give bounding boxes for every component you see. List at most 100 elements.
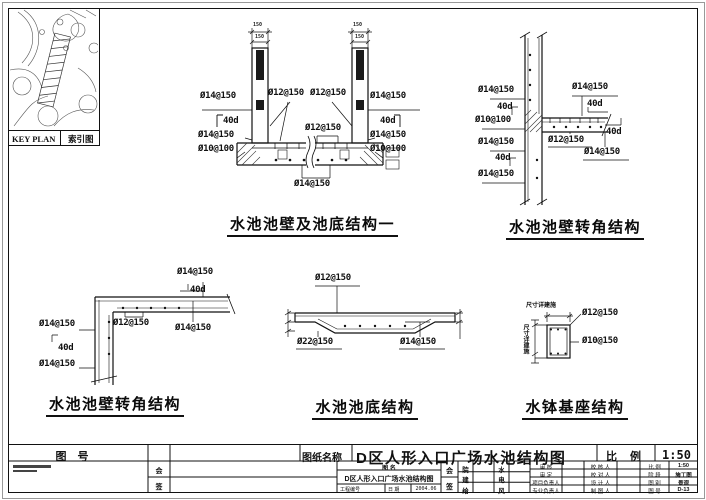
pool-bottom-linework bbox=[284, 285, 463, 350]
company-stamp-subtext bbox=[13, 470, 37, 472]
discipline-label: 水 bbox=[498, 466, 505, 474]
key-plan-title: KEY PLAN bbox=[12, 134, 56, 144]
rebar-label: Ø14@150 bbox=[200, 91, 236, 101]
key-plan-title-zh: 索引图 bbox=[68, 134, 94, 144]
rebar-label: Ø10@100 bbox=[370, 144, 406, 154]
rebar-label: Ø14@150 bbox=[478, 169, 514, 179]
rebar-label: Ø12@150 bbox=[305, 123, 341, 133]
date-value: 2004.06 bbox=[415, 486, 437, 492]
key-plan-box: KEY PLAN 索引图 bbox=[8, 8, 100, 146]
dim-label: 150 bbox=[355, 34, 365, 40]
rebar-label: Ø14@150 bbox=[584, 147, 620, 157]
rebar-label: Ø14@150 bbox=[39, 359, 75, 369]
info-label: 图 别 bbox=[648, 480, 661, 487]
detail-pool-bottom: Ø12@150 Ø22@150 Ø14@150 水池池底结构 bbox=[260, 265, 472, 423]
rebar-label: Ø14@150 bbox=[294, 179, 330, 189]
sign-label: 审 定 bbox=[539, 472, 553, 479]
sign-label: 设 计 人 bbox=[590, 480, 611, 487]
date-label: 日 期 bbox=[388, 487, 400, 493]
countersign-top: 会 bbox=[446, 468, 453, 475]
detail-wall-corner-t: Ø14@150 40d Ø10@100 Ø14@150 40d Ø14@150 … bbox=[470, 20, 706, 242]
sign-label: 项目负责人 bbox=[532, 480, 560, 487]
detail-pool-wall-bottom: 150 150 150 150 Ø14@150 Ø12@150 Ø12@150 … bbox=[190, 20, 435, 242]
pool-wall-bottom-linework bbox=[202, 28, 420, 179]
anchor-label: 40d bbox=[380, 116, 396, 126]
rebar-label: Ø14@150 bbox=[39, 319, 75, 329]
rebar-label: Ø22@150 bbox=[297, 337, 333, 347]
key-plan-sketch bbox=[9, 9, 98, 127]
anchor-label: 40d bbox=[497, 102, 513, 112]
rebar-label: Ø12@150 bbox=[268, 88, 304, 98]
rebar-label: Ø14@150 bbox=[370, 130, 406, 140]
dim-label: 150 bbox=[255, 34, 265, 40]
info-label: 比 例 bbox=[648, 464, 661, 471]
discipline-label: 风 bbox=[498, 487, 505, 495]
rebar-label: Ø10@150 bbox=[582, 336, 618, 346]
sheet-title: D区人形入口广场水池结构图 bbox=[356, 450, 567, 467]
sign-label: 审 核 bbox=[539, 464, 553, 471]
basin-base-linework bbox=[531, 312, 582, 364]
rebar-label: Ø10@100 bbox=[198, 144, 234, 154]
rebar-label: Ø12@150 bbox=[582, 308, 618, 318]
detail-title: 水池池壁转角结构 bbox=[470, 216, 680, 240]
dim-note-label: 尺寸详建施 bbox=[526, 303, 557, 309]
sheet-frame bbox=[8, 8, 698, 493]
anchor-label: 40d bbox=[606, 127, 622, 137]
rebar-label: Ø14@150 bbox=[370, 91, 406, 101]
detail-title: 水钵基座结构 bbox=[500, 396, 650, 420]
rebar-label: Ø14@150 bbox=[400, 337, 436, 347]
scale-value: 1:50 bbox=[662, 448, 691, 462]
info-value-category: 景观 bbox=[677, 480, 689, 487]
sheet-name-label: 图纸名称 bbox=[302, 453, 342, 464]
rebar-label: Ø12@150 bbox=[315, 273, 351, 283]
discipline-label: 给 bbox=[462, 487, 469, 495]
rebar-label: Ø14@150 bbox=[175, 323, 211, 333]
rebar-label: Ø14@150 bbox=[478, 137, 514, 147]
detail-title: 水池池底结构 bbox=[290, 396, 440, 420]
rebar-label: Ø12@150 bbox=[113, 318, 149, 328]
detail-title: 水池池壁及池底结构一 bbox=[200, 213, 425, 237]
info-label: 阶 段 bbox=[648, 472, 661, 479]
dim-label: 150 bbox=[253, 22, 263, 28]
key-plan-band bbox=[8, 130, 100, 146]
drawing-no-label: 图 号 bbox=[55, 451, 93, 463]
discipline-label: 建 bbox=[462, 477, 469, 485]
sign-label: 制 图 人 bbox=[590, 488, 611, 495]
sign-label: 校 核 人 bbox=[590, 464, 611, 471]
detail-title: 水池池壁转角结构 bbox=[25, 393, 205, 417]
anchor-label: 40d bbox=[190, 285, 206, 295]
anchor-label: 40d bbox=[587, 99, 603, 109]
countersign-top: 会 bbox=[155, 468, 163, 475]
rebar-label: Ø14@150 bbox=[177, 267, 213, 277]
rebar-label: Ø14@150 bbox=[572, 82, 608, 92]
wall-corner-l-linework bbox=[51, 282, 236, 385]
scale-label: 比 例 bbox=[605, 451, 647, 463]
key-plan-band-divider bbox=[60, 130, 61, 146]
detail-wall-corner-l: Ø14@150 40d Ø14@150 40d Ø14@150 Ø12@150 … bbox=[25, 260, 240, 422]
detail-basin-base: 尺寸详建施 尺寸详建施 Ø12@150 Ø10@150 水钵基座结构 bbox=[500, 270, 706, 428]
project-no-label: 工程编号 bbox=[340, 487, 361, 493]
rebar-label: Ø10@100 bbox=[475, 115, 511, 125]
sign-label: 专业负责人 bbox=[532, 488, 560, 495]
company-stamp-text bbox=[13, 465, 51, 468]
drawing-name-value: D区人形入口广场水池结构图 bbox=[344, 475, 434, 483]
dim-note-label-vertical: 尺寸详建施 bbox=[522, 324, 528, 354]
rebar-label: Ø12@150 bbox=[310, 88, 346, 98]
rebar-label: Ø14@150 bbox=[478, 85, 514, 95]
countersign-bottom: 签 bbox=[155, 484, 163, 491]
sign-label: 校 对 人 bbox=[590, 472, 611, 479]
info-value-stage: 施工图 bbox=[675, 472, 692, 479]
info-label: 图 号 bbox=[648, 488, 661, 495]
info-value-number: D-13 bbox=[677, 486, 690, 493]
anchor-label: 40d bbox=[223, 116, 239, 126]
discipline-label: 院 bbox=[462, 466, 469, 474]
anchor-label: 40d bbox=[58, 343, 74, 353]
info-value-scale: 1:50 bbox=[677, 462, 689, 469]
drawing-name-label: 图 名 bbox=[382, 466, 396, 472]
discipline-label: 电 bbox=[498, 477, 505, 485]
countersign-bottom: 签 bbox=[446, 484, 453, 491]
anchor-label: 40d bbox=[495, 153, 511, 163]
wall-corner-t-linework bbox=[482, 31, 629, 206]
